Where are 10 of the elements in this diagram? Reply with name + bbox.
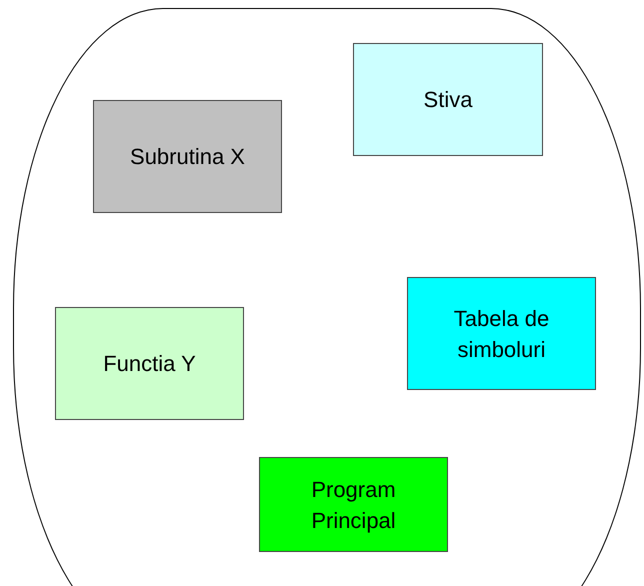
box-label: Tabela de simboluri (452, 304, 550, 364)
box-label: Program Principal (310, 476, 397, 535)
process-box (353, 43, 543, 156)
box-label: Subrutina X (129, 143, 246, 171)
process-box (407, 277, 596, 390)
process-box (93, 100, 282, 213)
process-box (55, 307, 244, 420)
box-label: Stiva (422, 86, 474, 114)
box-label: Functia Y (102, 350, 197, 378)
process-box (259, 457, 448, 552)
